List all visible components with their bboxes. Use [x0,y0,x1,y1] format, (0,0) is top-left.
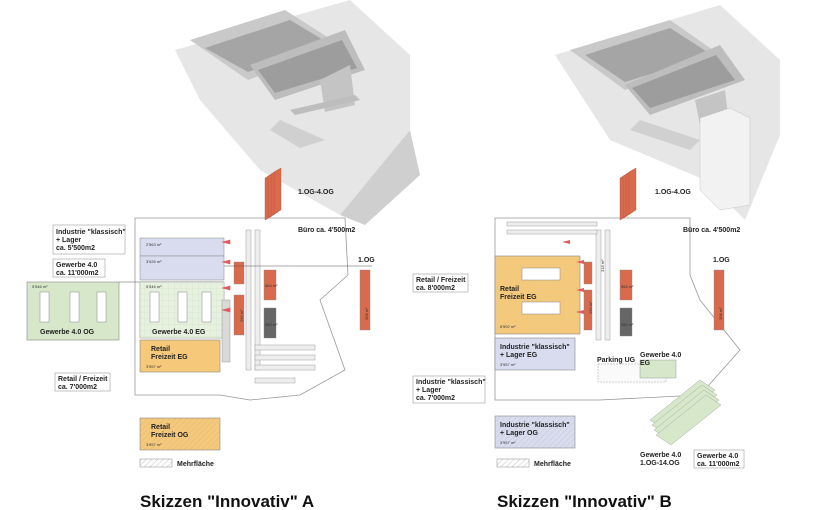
office-label-a: Büro ca. 4'500m2 [298,227,355,234]
area-label: 3'957 m² [500,362,516,367]
office-tower-b [619,167,637,221]
render-b [555,5,780,220]
gewerbe-eg-line1-b: Gewerbe 4.0 [640,352,681,359]
industrie-eg-block-b [494,337,576,371]
area-label: 3'957 m² [146,364,162,369]
upper-floors-label-a: 1.OG-4.OG [298,189,334,196]
retail-eg-line1-a: Retail [151,346,170,353]
title-b: Skizzen "Innovativ" B [497,492,672,510]
gewerbe-og-label-a: Gewerbe 4.0 OG [40,329,95,336]
retail-eg-line2-b: Freizeit EG [500,294,537,301]
legend-label-a: Mehrfläche [177,461,214,468]
gewerbe-eg-label-a: Gewerbe 4.0 EG [152,329,206,336]
first-floor-label-b: 1.OG [713,257,730,264]
area-label: 318 m² [600,259,605,272]
retail-total-line1-a: Retail / Freizeit [58,376,108,383]
area-label: 306 m² [718,307,723,320]
industrie-label-line2-a: + Lager [56,237,81,244]
area-label: 290 m² [588,301,593,314]
area-label: 564 m² [621,284,634,289]
first-floor-label-a: 1.OG [358,257,375,264]
parking-label-b: Parking UG [597,357,636,364]
retail-og-line1-a: Retail [151,424,170,431]
first-floor-block-b [713,269,725,331]
gewerbe-total-line2-b: ca. 11'000m2 [697,461,740,468]
panel-b: Retail Freizeit EG 8'592 m² Industrie "k… [412,5,780,510]
title-a: Skizzen "Innovativ" A [140,492,314,510]
industrie-label-line3-a: ca. 5'500m2 [56,245,95,252]
legend-label-b: Mehrfläche [534,461,571,468]
retail-eg-line2-a: Freizeit EG [151,354,188,361]
gewerbe-total-line2-a: ca. 11'000m2 [56,270,99,277]
industrie-band-2-a [139,255,225,281]
first-floor-block-a [359,269,371,331]
retail-eg-line1-b: Retail [500,286,519,293]
industrie-total-line3-b: ca. 7'000m2 [416,395,455,402]
gewerbe-tower-line2-b: 1.OG-14.OG [640,460,680,467]
office-block-a [233,261,245,285]
area-label: 2'563 m² [146,242,162,247]
retail-total-line2-a: ca. 7'000m2 [58,384,97,391]
office-label-b: Büro ca. 4'500m2 [683,227,740,234]
site-outline-a [134,217,349,401]
office-tower-a [264,167,282,221]
site-outline-b [494,217,741,401]
industrie-eg-line1-b: Industrie "klassisch" [500,344,570,351]
render-a [175,0,420,225]
upper-floors-label-b: 1.OG-4.OG [655,189,691,196]
gewerbe-eg-line2-b: EG [640,360,651,367]
industrie-eg-line2-b: + Lager EG [500,352,538,359]
area-label: 8'592 m² [500,324,516,329]
industrie-og-line2-b: + Lager OG [500,430,538,437]
area-label: 564 m² [265,283,278,288]
area-label: 550 m² [265,322,278,327]
industrie-total-line1-b: Industrie "klassisch" [416,379,486,386]
area-label: 306 m² [364,307,369,320]
area-label: 5'546 m² [146,284,162,289]
area-label: 3'026 m² [146,259,162,264]
legend-swatch-b [496,458,530,468]
legend-swatch-a [139,458,173,468]
industrie-og-line1-b: Industrie "klassisch" [500,422,570,429]
area-label: 3'957 m² [500,440,516,445]
industrie-label-line1-a: Industrie "klassisch" [56,229,126,236]
gewerbe-tower-line1-b: Gewerbe 4.0 [640,452,681,459]
panel-a: 5'546 m² Gewerbe 4.0 OG 2'563 m² 3'026 m… [26,0,420,510]
industrie-total-line2-b: + Lager [416,387,441,394]
retail-total-line2-b: ca. 8'000m2 [416,285,455,292]
gewerbe-total-line1-b: Gewerbe 4.0 [697,453,738,460]
area-label: 550 m² [621,322,634,327]
industrie-band-1-a [139,237,225,257]
gewerbe-total-line1-a: Gewerbe 4.0 [56,262,97,269]
retail-total-line1-b: Retail / Freizeit [416,277,466,284]
area-label: 290 m² [239,309,244,322]
retail-eg-block-a [139,339,221,373]
gewerbe-tower-b [649,379,722,446]
retail-og-line2-a: Freizeit OG [151,432,189,439]
area-label: 5'546 m² [32,284,48,289]
area-label: 3'957 m² [146,442,162,447]
